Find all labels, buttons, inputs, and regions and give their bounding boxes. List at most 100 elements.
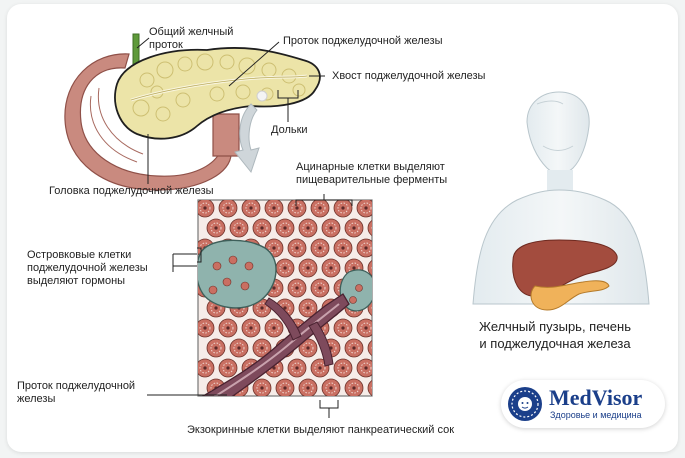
- acinus-center: [318, 286, 322, 290]
- acinus-center: [352, 346, 356, 350]
- acinus-center: [352, 266, 356, 270]
- acinus-center: [364, 246, 368, 250]
- acinus-lumen: [199, 322, 211, 334]
- acinus-lumen: [325, 382, 337, 394]
- infographic-card: Общий желчный проток Проток поджелудочно…: [7, 4, 678, 452]
- acinus-center: [341, 246, 345, 250]
- acinus-center: [260, 306, 264, 310]
- acinus-center: [283, 306, 287, 310]
- acinus-lumen: [360, 362, 372, 374]
- acinus-lumen: [302, 262, 314, 274]
- acinus-center: [318, 366, 322, 370]
- acinus-center: [364, 206, 368, 210]
- acinus-center: [272, 366, 276, 370]
- acinus-lumen: [268, 202, 280, 214]
- acinus-lumen: [199, 202, 211, 214]
- acinus: [367, 220, 372, 236]
- acinus-center: [364, 326, 368, 330]
- acinus-lumen: [222, 202, 234, 214]
- medvisor-logo[interactable]: MedVisor Здоровье и медицина: [501, 380, 665, 428]
- acinus-center: [214, 346, 218, 350]
- label-lobules: Дольки: [271, 124, 308, 136]
- leader-lines: [136, 37, 325, 184]
- acinus-center: [375, 346, 378, 349]
- acinus-lumen: [337, 322, 349, 334]
- acinus-center: [249, 206, 253, 210]
- acinus-lumen: [210, 302, 222, 314]
- acinus-lumen: [371, 225, 372, 231]
- acinus-center: [260, 386, 264, 390]
- acinus-center: [364, 366, 368, 370]
- acinus-center: [226, 206, 230, 210]
- acinus-center: [272, 326, 276, 330]
- acinus-center: [283, 386, 287, 390]
- acinus-lumen: [256, 222, 268, 234]
- pancreas: [114, 47, 321, 140]
- acinus-lumen: [302, 342, 314, 354]
- acinus-lumen: [314, 282, 326, 294]
- acinus-lumen: [279, 382, 291, 394]
- label-common-bile-duct: Общий желчный проток: [149, 26, 234, 51]
- acinus-lumen: [325, 222, 337, 234]
- acinus: [367, 380, 372, 396]
- acinus-center: [214, 226, 218, 230]
- acinus-lumen: [314, 242, 326, 254]
- acinus-center: [203, 326, 207, 330]
- acinus-lumen: [337, 362, 349, 374]
- acinus-center: [237, 346, 241, 350]
- gallbladder: [530, 280, 610, 311]
- acinus-center: [341, 206, 345, 210]
- medusa-emblem-icon: [508, 387, 542, 421]
- acinus-lumen: [360, 242, 372, 254]
- acinus-center: [260, 226, 264, 230]
- acinus-center: [214, 306, 218, 310]
- acinus-lumen: [337, 202, 349, 214]
- acinus-lumen: [360, 202, 372, 214]
- label-pancreas-tail: Хвост поджелудочной железы: [332, 70, 486, 82]
- label-exocrine-cells: Экзокринные клетки выделяют панкреатичес…: [187, 424, 455, 436]
- acinus-center: [283, 226, 287, 230]
- acinus-center: [249, 326, 253, 330]
- tissue-brackets: [147, 194, 353, 418]
- acinus-center: [283, 266, 287, 270]
- acinus-center: [318, 206, 322, 210]
- acinus-center: [329, 266, 333, 270]
- acinus-lumen: [245, 202, 257, 214]
- acinus-center: [306, 386, 310, 390]
- label-islet-cells: Островковые клетки поджелудочной железы …: [27, 249, 148, 287]
- acinus-center: [352, 226, 356, 230]
- acinus-lumen: [233, 342, 245, 354]
- acinus-center: [318, 246, 322, 250]
- acinus-lumen: [279, 262, 291, 274]
- acinus-lumen: [337, 242, 349, 254]
- acinus-center: [375, 386, 378, 389]
- acinus-center: [341, 366, 345, 370]
- acinus-center: [306, 266, 310, 270]
- acinus-center: [329, 226, 333, 230]
- acinus-center: [375, 306, 378, 309]
- acinus-lumen: [210, 342, 222, 354]
- acinus-lumen: [291, 242, 303, 254]
- acinus-center: [295, 206, 299, 210]
- pancreatic-duct-tissue: [201, 293, 350, 396]
- acinus-lumen: [325, 262, 337, 274]
- acinus-center: [295, 286, 299, 290]
- acinus-lumen: [210, 222, 222, 234]
- acinus-lumen: [348, 342, 360, 354]
- acinus-center: [272, 286, 276, 290]
- acinus-lumen: [302, 302, 314, 314]
- acinus-lumen: [302, 222, 314, 234]
- acinus-center: [375, 266, 378, 269]
- acinus-lumen: [360, 322, 372, 334]
- acinus-lumen: [256, 342, 268, 354]
- acinus-lumen: [279, 222, 291, 234]
- acinus-lumen: [256, 302, 268, 314]
- acinus: [367, 260, 372, 276]
- acinus-lumen: [371, 265, 372, 271]
- islet-cells: [198, 239, 372, 312]
- acinus-center: [341, 326, 345, 330]
- acinus-lumen: [268, 322, 280, 334]
- acinus-center: [295, 246, 299, 250]
- acinus-center: [203, 206, 207, 210]
- acinus-lumen: [371, 305, 372, 311]
